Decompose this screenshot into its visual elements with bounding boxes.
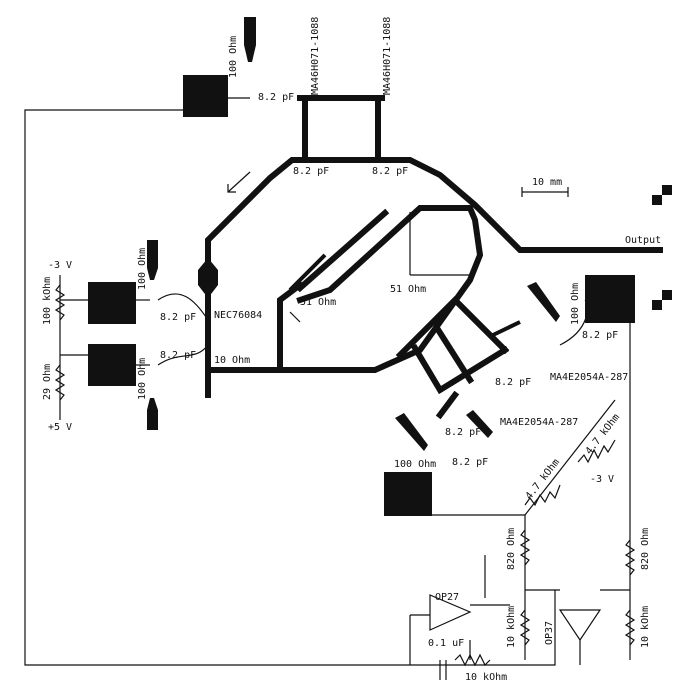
resistor-820-b xyxy=(624,539,636,576)
resistor-29-left xyxy=(54,364,66,401)
label-transistor: NEC76084 xyxy=(214,310,262,321)
label-r10: 10 Ohm xyxy=(214,355,250,366)
label-v-pos5: +5 V xyxy=(48,422,72,433)
resistor-47k-b xyxy=(577,439,616,464)
corner-mark-c xyxy=(662,290,672,300)
label-r51-a: 51 Ohm xyxy=(300,297,336,308)
resistor-10k-a xyxy=(519,609,531,646)
opamp-op37 xyxy=(558,609,602,642)
label-r100-top: 100 Ohm xyxy=(228,36,239,78)
label-c-right-b: 8.2 pF xyxy=(495,377,531,388)
stub-top xyxy=(244,17,256,62)
label-c-lower-b: 8.2 pF xyxy=(452,457,488,468)
label-r100-right: 100 Ohm xyxy=(570,283,581,325)
stub-lower-b xyxy=(466,410,493,438)
transistor-body xyxy=(198,258,218,298)
label-op37: OP37 xyxy=(544,621,555,645)
label-c-mid-right: 8.2 pF xyxy=(372,166,408,177)
label-r100-left-b: 100 Ohm xyxy=(137,358,148,400)
label-diode-d: MA4E2054A-287 xyxy=(500,417,578,428)
corner-mark-d xyxy=(652,300,662,310)
label-r10k-c: 10 kOhm xyxy=(465,672,507,683)
trace-diagonal-thin xyxy=(288,253,327,292)
direction-arrow-head xyxy=(227,184,236,193)
pad-top xyxy=(183,75,228,117)
label-c-left-b: 8.2 pF xyxy=(160,350,196,361)
label-diode-c: MA4E2054A-287 xyxy=(550,372,628,383)
trace-inner-loop xyxy=(282,205,484,373)
trace-lower-right-d xyxy=(435,390,460,420)
pad-left-b xyxy=(88,344,136,386)
stub-right xyxy=(527,282,560,322)
trace-upper-main xyxy=(205,157,663,253)
stub-left-b xyxy=(147,398,158,430)
label-c-top-left: 8.2 pF xyxy=(258,92,294,103)
trace-lower-right-a xyxy=(395,295,510,360)
wire-51-left xyxy=(289,311,301,323)
pad-right xyxy=(585,275,635,323)
opamp-op27 xyxy=(429,594,472,631)
wire-left-a-curve xyxy=(157,293,209,321)
trace-diagonal-bar xyxy=(295,208,390,293)
label-r10k-b: 10 kOhm xyxy=(640,606,651,648)
label-r820-a: 820 Ohm xyxy=(506,528,517,570)
label-r100-lower: 100 Ohm xyxy=(394,459,436,470)
resistor-820-a xyxy=(519,529,531,566)
label-v-neg3-left: -3 V xyxy=(48,260,72,271)
wire-left-feedback xyxy=(24,109,556,666)
label-scale: 10 mm xyxy=(532,177,562,188)
corner-mark-a xyxy=(662,185,672,195)
label-r47-b: 4.7 kOhm xyxy=(584,412,622,457)
wire-right-curve xyxy=(559,299,589,346)
stub-lower xyxy=(395,413,428,451)
trace-lower-right-b xyxy=(410,343,510,395)
pad-left-a xyxy=(88,282,136,324)
label-c-mid-left: 8.2 pF xyxy=(293,166,329,177)
stub-left-a xyxy=(147,240,158,280)
resistor-47k-a xyxy=(524,484,561,507)
trace-lower-right-e xyxy=(492,320,521,337)
direction-arrow xyxy=(227,171,251,193)
label-c-right-a: 8.2 pF xyxy=(582,330,618,341)
resistor-10k-pot xyxy=(454,653,491,667)
label-diode-b: MA46H071-1088 xyxy=(382,17,393,95)
resistor-100k-left xyxy=(54,284,66,321)
label-diode-a: MA46H071-1088 xyxy=(310,17,321,95)
label-r820-b: 820 Ohm xyxy=(640,528,651,570)
label-r100k-left: 100 kOhm xyxy=(42,277,53,325)
resistor-10k-b xyxy=(624,609,636,646)
trace-lower-right-c xyxy=(432,323,475,385)
label-output: Output xyxy=(625,235,661,246)
label-r29: 29 Ohm xyxy=(42,364,53,400)
label-r10k-a: 10 kOhm xyxy=(506,606,517,648)
label-cap01: 0.1 uF xyxy=(428,638,464,649)
label-v-neg3-right: -3 V xyxy=(590,474,614,485)
label-c-left-a: 8.2 pF xyxy=(160,312,196,323)
pad-lower xyxy=(384,472,432,516)
label-op27: OP27 xyxy=(435,592,459,603)
label-r51-b: 51 Ohm xyxy=(390,284,426,295)
corner-mark-b xyxy=(652,195,662,205)
trace-lower-left xyxy=(205,280,305,373)
wire-left-b-curve xyxy=(157,344,209,366)
label-r100-left-a: 100 Ohm xyxy=(137,248,148,290)
label-c-lower: 8.2 pF xyxy=(445,427,481,438)
